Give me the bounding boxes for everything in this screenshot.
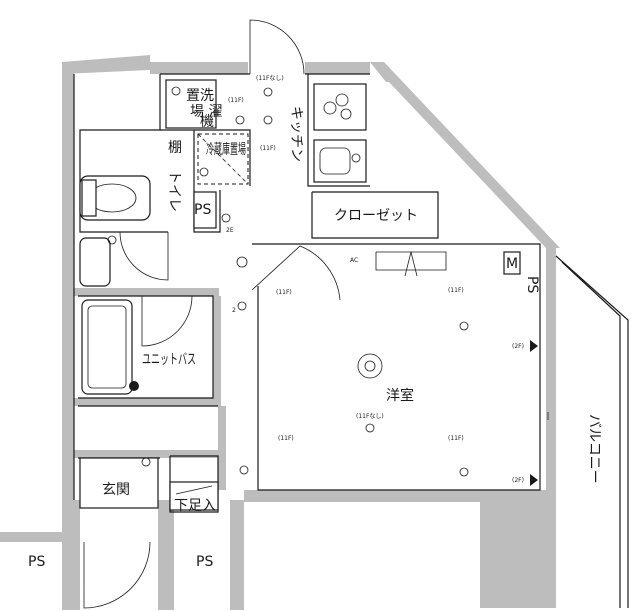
fridge-area — [197, 133, 249, 185]
symbols — [107, 87, 549, 486]
kitchen-sink — [313, 139, 367, 183]
balcony-label: バルコニー — [586, 414, 602, 484]
laundry-area — [165, 79, 217, 129]
bathtub — [81, 299, 133, 395]
entrance-door — [83, 541, 151, 609]
wash-basin — [79, 237, 111, 287]
room-door — [251, 245, 341, 301]
outlet-icon — [237, 301, 247, 311]
closet-door — [375, 251, 447, 271]
note-11f-room-a: (11F) — [448, 287, 464, 294]
laundry-label-4: 機 — [200, 114, 214, 130]
stove — [313, 83, 367, 131]
ps-right-label: PS — [524, 276, 540, 293]
downlight-icon — [459, 321, 469, 331]
note-11f-room-b: (11F) — [278, 435, 294, 442]
kitchen-label: キッチン — [288, 106, 304, 162]
note-11f-nashi-room: (11Fなし) — [356, 413, 384, 420]
shoe-cabinet-label: 下足入 — [174, 498, 216, 514]
room-labels: 置 洗 場 濯 機 冷蔵庫置場 棚 PS キッチン トイレ クローゼット ユニッ… — [28, 88, 602, 570]
outlet-icon — [199, 167, 209, 177]
outlet-icon — [107, 235, 117, 245]
light-icon — [235, 115, 245, 125]
light-icon — [365, 423, 375, 433]
note-11f-hall: (11F) — [276, 289, 292, 296]
note-11f-kitchen-b: (11F) — [260, 145, 276, 152]
downlight-icon — [459, 467, 469, 477]
ps-toilet-box — [193, 191, 217, 229]
note-11f-nashi-kitchen: (11Fなし) — [256, 75, 284, 82]
western-room-label: 洋室 — [386, 387, 414, 404]
laundry-label-2: 洗 — [200, 88, 214, 104]
note-11f-room-c: (11F) — [448, 435, 464, 442]
ps-left-label: PS — [28, 554, 45, 570]
tv-jack-icon — [530, 340, 538, 352]
doors — [83, 19, 341, 609]
note-2f-a: (2F) — [512, 343, 524, 350]
ps-toilet-label: PS — [194, 202, 211, 218]
light-icon — [263, 115, 273, 125]
breaker-icon — [129, 381, 139, 391]
outlet-icon — [351, 153, 361, 163]
note-2: 2 — [232, 307, 236, 314]
tv-jack-icon — [530, 474, 538, 486]
ceiling-light-icon — [357, 353, 383, 379]
front-top-door — [249, 19, 305, 75]
note-11f-kitchen-a: (11F) — [228, 97, 244, 104]
fridge-label: 冷蔵庫置場 — [206, 141, 246, 158]
entrance-floor — [79, 457, 159, 509]
entrance-label: 玄関 — [102, 481, 130, 498]
light-icon — [236, 256, 248, 268]
toilet-label: トイレ — [166, 170, 182, 212]
outlet-icon — [239, 465, 249, 475]
notes: (11Fなし) (11F) (11F) (11F) (11F) (11F) (1… — [226, 75, 524, 484]
shelf-label: 棚 — [168, 140, 182, 156]
closet-label: クローゼット — [334, 208, 418, 224]
outline-lines — [73, 73, 629, 608]
laundry-label-3: 場 濯 — [190, 104, 222, 120]
ps-mid-label: PS — [196, 554, 213, 570]
note-ac: AC — [350, 257, 358, 264]
note-2f-b: (2F) — [512, 477, 524, 484]
note-2e: 2E — [226, 227, 234, 234]
laundry-label-1: 置 — [186, 88, 200, 104]
outlet-icon — [221, 213, 231, 223]
bath-label: ユニットバス — [142, 352, 196, 368]
walls — [0, 55, 560, 610]
light-icon — [263, 87, 273, 97]
faucet-icon — [171, 86, 181, 96]
fixtures — [79, 79, 521, 511]
meter-box — [503, 251, 521, 275]
meter-label: M — [506, 256, 518, 272]
